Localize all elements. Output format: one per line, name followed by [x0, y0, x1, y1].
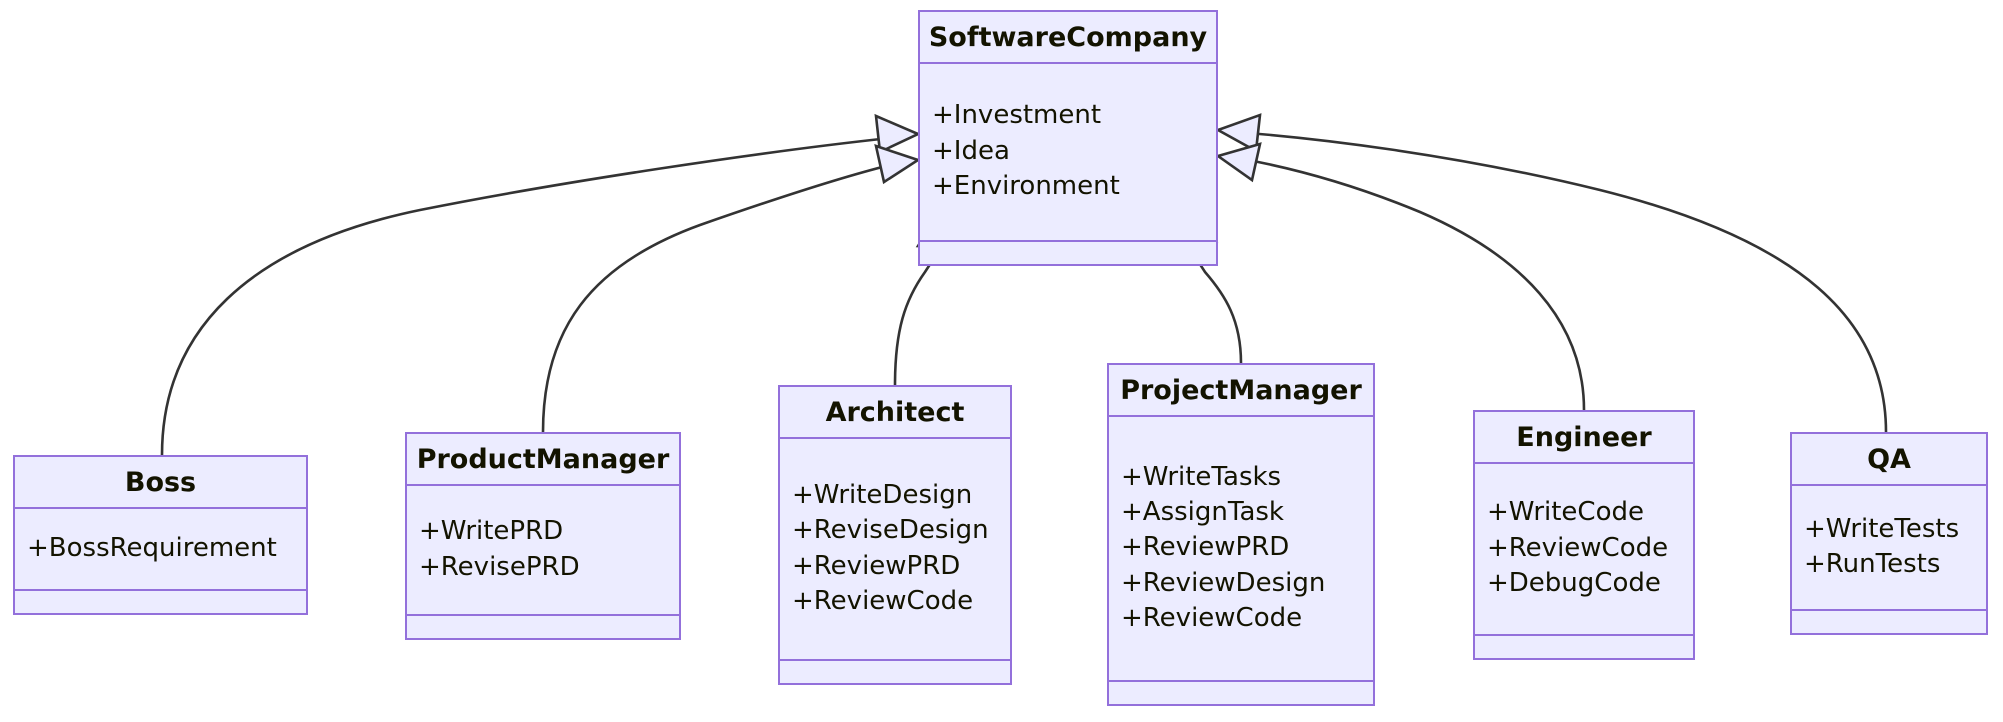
class-node-productmanager[interactable]: ProductManager +WritePRD +RevisePRD [405, 432, 681, 640]
class-attribute: +WriteTasks [1121, 461, 1282, 492]
class-attribute: +RevisePRD [419, 551, 580, 582]
class-title-qa: QA [1792, 434, 1986, 486]
class-title-productmanager: ProductManager [407, 434, 679, 486]
class-attribute: +WritePRD [419, 516, 564, 547]
edge-projectmanager-to-softwarecompany [1190, 251, 1243, 364]
class-title-engineer: Engineer [1475, 412, 1693, 464]
inheritance-arrowhead-engineer [1215, 142, 1262, 183]
class-attributes-qa: +WriteTests +RunTests [1792, 486, 1986, 611]
class-attributes-architect: +WriteDesign +ReviseDesign +ReviewPRD +R… [780, 439, 1010, 661]
class-methods-softwarecompany [920, 242, 1216, 264]
class-methods-qa [1792, 611, 1986, 633]
class-attributes-productmanager: +WritePRD +RevisePRD [407, 486, 679, 616]
class-node-qa[interactable]: QA +WriteTests +RunTests [1790, 432, 1988, 635]
class-node-boss[interactable]: Boss +BossRequirement [13, 455, 308, 615]
class-methods-productmanager [407, 616, 679, 638]
class-node-projectmanager[interactable]: ProjectManager +WriteTasks +AssignTask +… [1107, 363, 1375, 706]
class-attribute: +ReviseDesign [792, 515, 989, 546]
class-attribute: +ReviewPRD [792, 550, 961, 581]
class-title-projectmanager: ProjectManager [1109, 365, 1373, 417]
class-attribute: +Idea [932, 135, 1010, 166]
class-title-architect: Architect [780, 387, 1010, 439]
class-attribute: +WriteDesign [792, 479, 973, 510]
class-node-softwarecompany[interactable]: SoftwareCompany +Investment +Idea +Envir… [918, 10, 1218, 266]
class-attributes-softwarecompany: +Investment +Idea +Environment [920, 64, 1216, 242]
class-attribute: +BossRequirement [27, 532, 277, 563]
class-node-engineer[interactable]: Engineer +WriteCode +ReviewCode +DebugCo… [1473, 410, 1695, 660]
class-attribute: +Investment [932, 100, 1102, 131]
class-attribute: +ReviewCode [1487, 532, 1669, 563]
class-attributes-projectmanager: +WriteTasks +AssignTask +ReviewPRD +Revi… [1109, 417, 1373, 682]
class-attributes-boss: +BossRequirement [15, 509, 306, 591]
class-attribute: +DebugCode [1487, 568, 1661, 599]
class-attribute: +AssignTask [1121, 496, 1284, 527]
inheritance-arrowhead-qa [1214, 113, 1262, 154]
edge-architect-to-softwarecompany [893, 251, 940, 386]
class-title-boss: Boss [15, 457, 306, 509]
class-methods-projectmanager [1109, 682, 1373, 704]
class-attribute: +ReviewPRD [1121, 532, 1290, 563]
class-attribute: +RunTests [1804, 549, 1941, 579]
class-attribute: +Environment [932, 171, 1120, 202]
class-methods-boss [15, 591, 306, 613]
class-attribute: +WriteCode [1487, 497, 1644, 528]
class-attributes-engineer: +WriteCode +ReviewCode +DebugCode [1475, 464, 1693, 636]
class-node-architect[interactable]: Architect +WriteDesign +ReviseDesign +Re… [778, 385, 1012, 685]
class-attribute: +ReviewCode [1121, 603, 1303, 634]
class-methods-architect [780, 661, 1010, 683]
class-title-softwarecompany: SoftwareCompany [920, 12, 1216, 64]
class-methods-engineer [1475, 636, 1693, 658]
inheritance-arrowhead-boss [874, 113, 922, 154]
inheritance-arrowhead-productmanager [874, 144, 921, 185]
class-attribute: +ReviewDesign [1121, 567, 1326, 598]
class-attribute: +WriteTests [1804, 513, 1960, 544]
class-attribute: +ReviewCode [792, 585, 974, 616]
